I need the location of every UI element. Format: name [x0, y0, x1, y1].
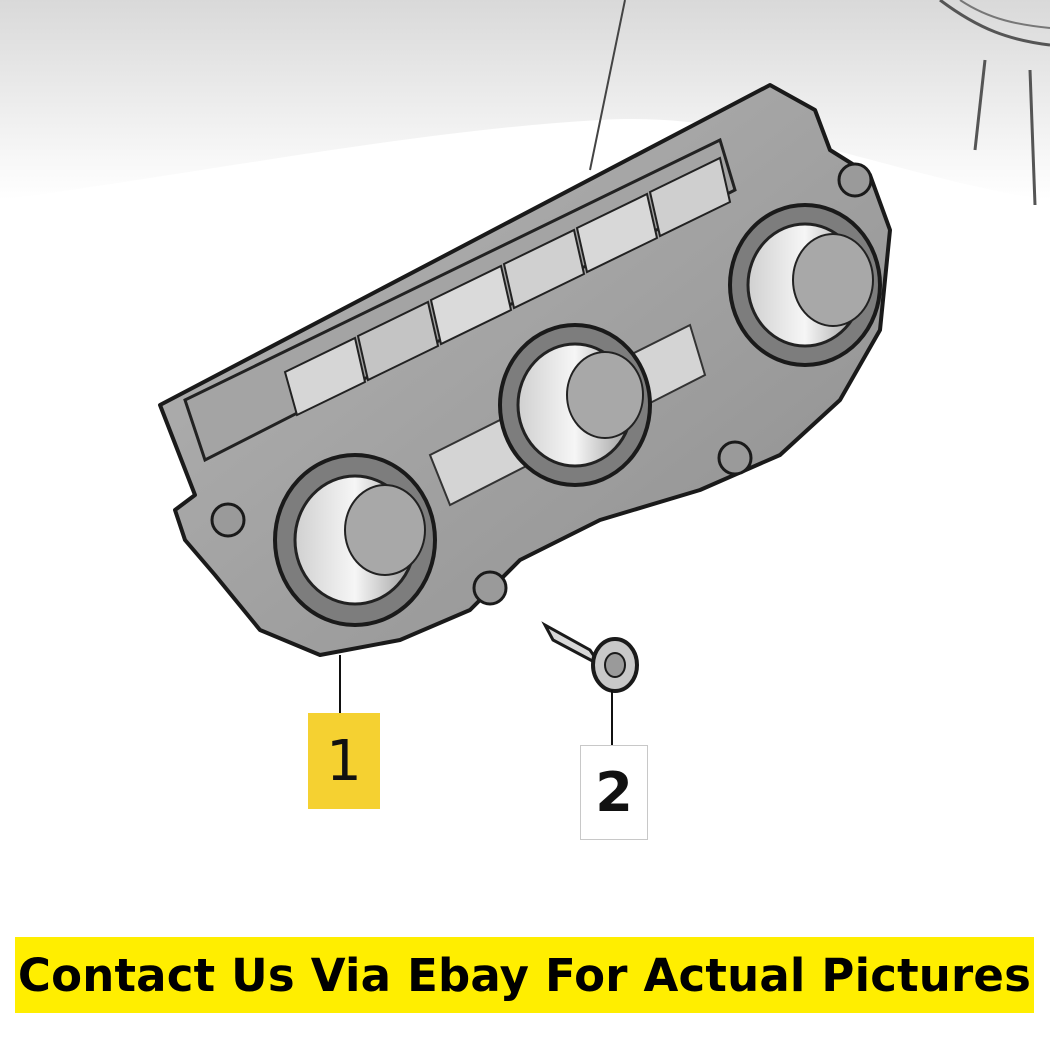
screw — [541, 621, 639, 693]
banner-background — [15, 937, 1034, 1013]
panel-button-row — [283, 156, 732, 417]
callout-1: 1 — [326, 728, 362, 794]
knob-left — [273, 453, 437, 627]
knob-right — [728, 203, 882, 367]
callout-2: 2 — [580, 745, 648, 840]
climate-control-panel — [158, 83, 892, 657]
callout-1-highlight — [308, 713, 380, 809]
dashboard-background — [0, 0, 1050, 206]
contact-banner: Contact Us Via Ebay For Actual Pictures — [17, 948, 1032, 1002]
knob-middle — [498, 323, 652, 487]
mounting-tabs — [210, 162, 873, 606]
